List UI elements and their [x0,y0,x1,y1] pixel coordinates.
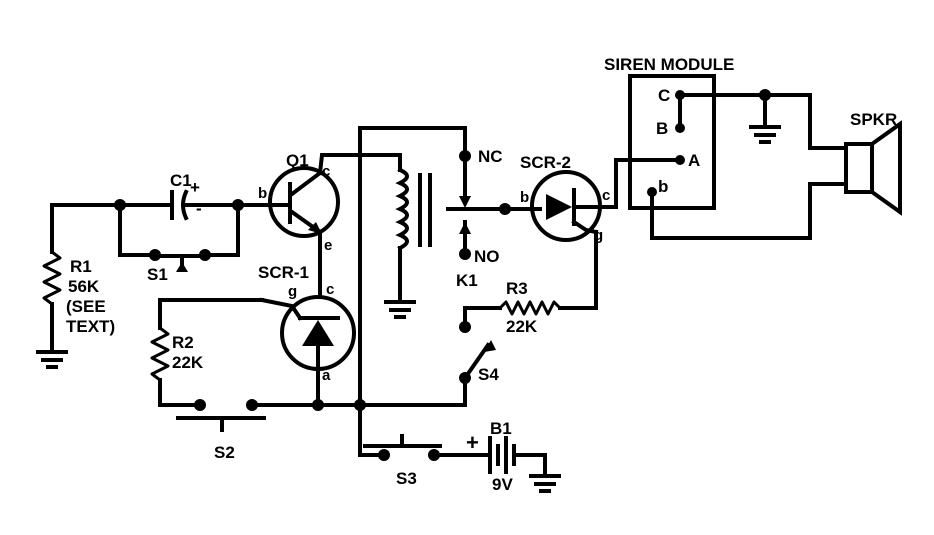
s1-switch[interactable] [118,203,240,272]
r2-resistor [150,298,264,407]
c1-label: C1 [170,171,192,190]
scr2-label: SCR-2 [520,153,571,172]
r1-note-line2: TEXT) [66,317,115,336]
b1-battery [488,436,547,476]
r3-resistor [463,230,598,327]
c1-minus: - [196,199,202,218]
r2-value: 22K [172,353,204,372]
b1-voltage: 9V [492,475,513,494]
ground-symbol-b1 [529,474,561,493]
speaker-icon [844,120,902,216]
scr2-anode-pin: b [520,189,529,206]
q1-transistor [236,153,362,258]
k1-relay [358,126,507,457]
r3-value: 22K [506,317,538,336]
k1-nc-contact: NC [478,147,503,166]
siren-module-label: SIREN MODULE [604,55,734,74]
r1-label: R1 [70,257,92,276]
s2-label: S2 [214,443,235,462]
ground-symbol-module [749,93,781,144]
scr1-cathode-pin: c [326,281,334,298]
q1-collector-pin: c [322,163,330,180]
s3-label: S3 [396,469,417,488]
speaker-label: SPKR [850,110,897,129]
k1-no-contact: NO [474,247,500,266]
s4-label: S4 [478,365,499,384]
r1-note-line1: (SEE [66,297,106,316]
r1-value: 56K [68,277,100,296]
siren-module-box [628,74,844,240]
ground-symbol-r1 [36,350,68,369]
s1-label: S1 [147,265,168,284]
q1-emitter-pin: e [324,237,332,254]
module-terminal-a: A [688,151,700,170]
r2-label: R2 [172,333,194,352]
q1-label: Q1 [286,151,309,170]
c1-plus: + [190,178,200,197]
r3-label: R3 [506,279,528,298]
scr2-cathode-pin: c [602,187,610,204]
module-terminal-b2: b [658,177,668,196]
q1-base-pin: b [258,185,267,202]
scr2-thyristor [503,158,682,242]
scr1-gate-pin: g [288,283,297,300]
b1-plus: + [466,430,479,455]
scr2-gate-pin: g [594,227,603,244]
junction-dot [312,399,324,411]
ground-symbol-k1 [384,300,416,319]
s3-switch[interactable] [358,403,490,461]
scr1-thyristor [259,254,356,407]
r1-resistor [42,203,122,352]
module-terminal-c: C [658,86,670,105]
scr1-label: SCR-1 [258,263,309,282]
k1-label: K1 [456,271,478,290]
s4-switch[interactable] [358,321,496,407]
s2-switch[interactable] [176,399,362,432]
scr1-anode-pin: a [322,367,331,384]
c1-capacitor [118,189,240,221]
module-terminal-b: B [656,119,668,138]
b1-label: B1 [490,419,512,438]
